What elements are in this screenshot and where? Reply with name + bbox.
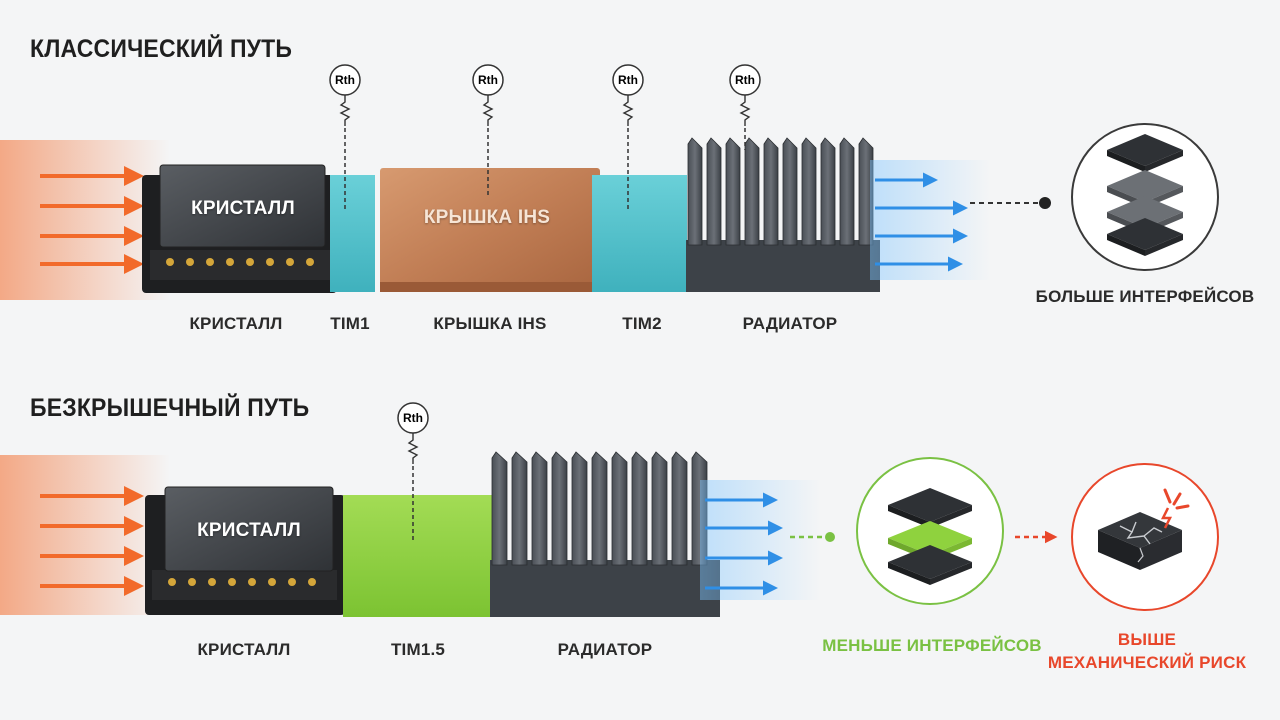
svg-text:Rth: Rth (335, 73, 355, 87)
heat-glow (0, 455, 170, 615)
layer-stack-icon (856, 457, 1004, 605)
svg-text:Rth: Rth (403, 411, 423, 425)
classic-row (0, 123, 1219, 300)
heatsink-fin (820, 137, 836, 246)
cool-arrows (875, 172, 968, 272)
heatsink-fin (551, 451, 568, 566)
tim2-layer (592, 175, 687, 292)
result-risk-line2: МЕХАНИЧЕСКИЙ РИСК (1047, 653, 1247, 672)
heat-arrows (40, 166, 144, 274)
label-tim15: TIM1.5 (390, 640, 446, 659)
heatsink-fin (782, 137, 798, 246)
heatsink (490, 451, 720, 617)
resistor-icon: Rth (612, 64, 644, 210)
rth-markers-classic: Rth Rth Rth Rth (329, 64, 761, 210)
cool-arrows (705, 492, 783, 596)
heatsink-fin (651, 451, 668, 566)
impact-burst (1163, 488, 1190, 510)
heatsink-fin (511, 451, 528, 566)
tim15-layer (343, 495, 493, 617)
heatsink-fin (671, 451, 688, 566)
result-risk-line1: ВЫШЕ (1117, 630, 1177, 649)
svg-text:Rth: Rth (478, 73, 498, 87)
classic-title: КЛАССИЧЕСКИЙ ПУТЬ (30, 35, 293, 63)
heatsink-fin (631, 451, 648, 566)
heatsink-fin (491, 451, 508, 566)
svg-text:Rth: Rth (735, 73, 755, 87)
resistor-icon: Rth (397, 402, 429, 540)
label-tim1: TIM1 (330, 314, 370, 333)
heatsink (686, 137, 880, 292)
heatsink-fin (611, 451, 628, 566)
die-inner-label: КРИСТАЛЛ (197, 520, 301, 541)
heatsink-fin (591, 451, 608, 566)
result-fewer-interfaces: МЕНЬШЕ ИНТЕРФЕЙСОВ (822, 636, 1042, 655)
label-heatsink: РАДИАТОР (742, 314, 838, 333)
cool-glow (700, 480, 820, 600)
label-die: КРИСТАЛЛ (189, 314, 283, 333)
tim1-layer (330, 175, 375, 292)
resistor-icon: Rth (329, 64, 361, 210)
heatsink-fin (725, 137, 741, 246)
die-package (145, 486, 345, 615)
heatsink-fin (839, 137, 855, 246)
heatsink-fin (571, 451, 588, 566)
connector-dot (1039, 197, 1051, 209)
heat-arrows (40, 486, 144, 596)
connector-dot (825, 532, 835, 542)
heatsink-fin (687, 137, 703, 246)
label-heatsink: РАДИАТОР (557, 640, 653, 659)
label-die: КРИСТАЛЛ (197, 640, 291, 659)
lidless-row (0, 451, 1219, 617)
lidless-title: БЕЗКРЫШЕЧНЫЙ ПУТЬ (30, 394, 310, 422)
die-package (142, 164, 337, 293)
heatsink-fin (744, 137, 760, 246)
heatsink-fin (706, 137, 722, 246)
resistor-icon: Rth (472, 64, 504, 198)
layer-stack-icon (1071, 123, 1219, 271)
cool-glow (870, 160, 990, 280)
heatsink-fin (531, 451, 548, 566)
resistor-icon: Rth (729, 64, 761, 150)
label-ihs: КРЫШКА IHS (433, 314, 547, 333)
heatsink-fin (763, 137, 779, 246)
ihs-lid (380, 168, 600, 292)
heatsink-fin (801, 137, 817, 246)
label-tim2: TIM2 (622, 314, 662, 333)
result-more-interfaces: БОЛЬШЕ ИНТЕРФЕЙСОВ (1035, 287, 1255, 306)
ihs-inner-label: КРЫШКА IHS (423, 207, 551, 228)
cracked-die-icon (1071, 463, 1219, 611)
svg-text:Rth: Rth (618, 73, 638, 87)
die-inner-label: КРИСТАЛЛ (191, 198, 295, 219)
